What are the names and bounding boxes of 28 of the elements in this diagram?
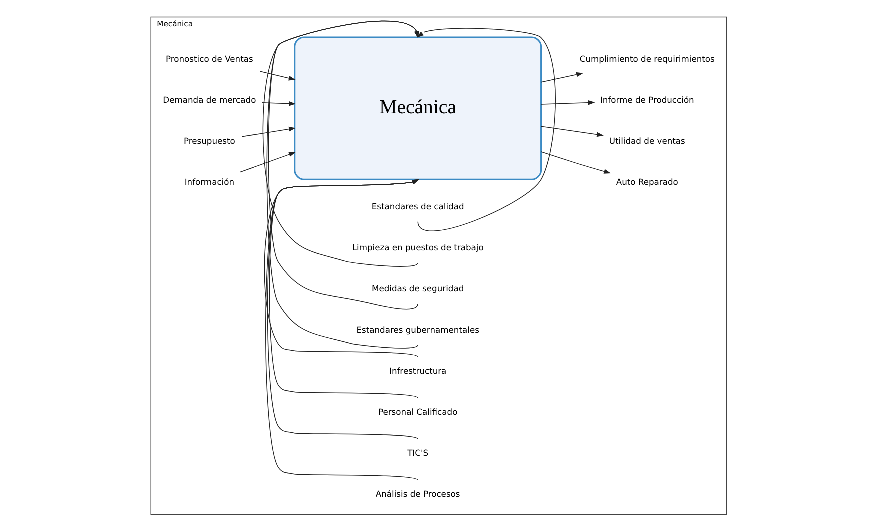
node-text: Análisis de Procesos [376, 489, 460, 500]
node-text: Cumplimiento de requirimientos [580, 54, 715, 64]
arrow [417, 28, 556, 232]
node-box: Mecánica [294, 36, 542, 180]
arrow [541, 72, 584, 83]
arrow [541, 126, 604, 138]
arrow [269, 180, 420, 399]
node-text: Infrestructura [389, 366, 447, 376]
node-text: Informe de Producción [600, 95, 694, 106]
node-text: TIC'S [408, 448, 429, 458]
node-text: Presupuesto [184, 136, 236, 146]
arrow [541, 100, 596, 106]
node-text: Demanda de mercado [163, 95, 256, 106]
arrow [264, 180, 420, 358]
arrow [260, 71, 296, 81]
arrow [242, 126, 296, 138]
node-text: Estandares de calidad [372, 202, 464, 212]
node-text: Auto Reparado [616, 177, 678, 188]
node-text: Medidas de seguridad [372, 284, 464, 294]
arrow [541, 152, 612, 174]
node-text: Utilidad de ventas [609, 136, 686, 146]
arrow [262, 101, 296, 106]
node-text: Información [184, 177, 235, 188]
node-text: Pronostico de Ventas [166, 54, 254, 64]
node-text: Estandares gubernamentales [356, 324, 480, 335]
node-text: Limpieza en puestos de trabajo [352, 242, 484, 253]
node-text: Personal Calificado [378, 406, 458, 417]
arrow [240, 152, 296, 173]
